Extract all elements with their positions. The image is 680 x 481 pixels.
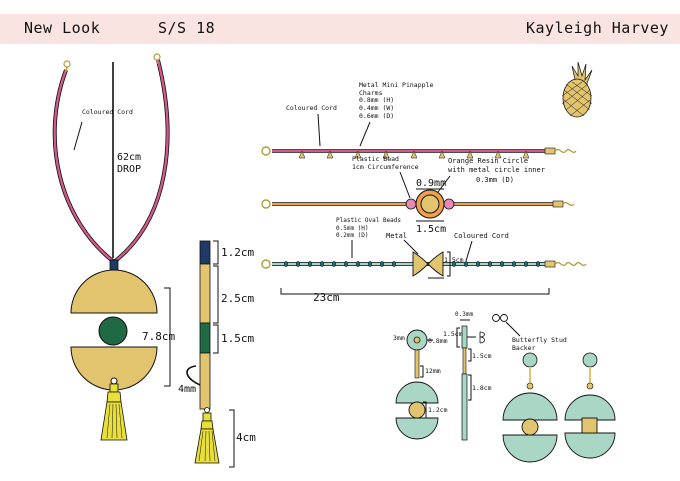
- necklace-clasp-right: [153, 53, 161, 65]
- earring-front-view: 3mm 0.8mm 12mm 1.2cm: [393, 329, 448, 440]
- metal-size-label: 1.5cm: [444, 256, 464, 264]
- metal-left-half: [412, 251, 429, 277]
- earring-render-right: [564, 352, 616, 459]
- side-gold-bottom: [199, 352, 211, 410]
- pink-bead-right: [443, 198, 455, 210]
- earring-side-view: 0.3mm 1.5cm 1.5cm 1.8cm: [443, 311, 492, 441]
- tassel-ring: [110, 377, 118, 385]
- clasp-3: [261, 259, 271, 269]
- bracelet-orange: Plastic Bead 1cm Circumference Orange Re…: [261, 155, 575, 235]
- segment-label-1: 1.2cm: [221, 246, 254, 259]
- chain-2: [562, 201, 575, 207]
- necklace-cord-label: Coloured Cord: [82, 108, 133, 116]
- side-drop-label: 1.8cm: [472, 384, 492, 392]
- stud-inner-label: 0.8mm: [428, 337, 448, 345]
- earring-gold-circle: [408, 401, 426, 419]
- tassel-length-label: 4cm: [236, 431, 256, 444]
- oval-beads: [284, 261, 541, 268]
- loop-size-label: 4mm: [178, 384, 196, 395]
- side-stud: [461, 325, 468, 349]
- circle-size-label-earring: 1.2cm: [428, 406, 448, 414]
- clasp-1: [261, 146, 271, 156]
- bead-label: Plastic Bead: [352, 155, 399, 163]
- segment-label-3: 1.5cm: [221, 332, 254, 345]
- earring-bottom-half: [395, 417, 439, 440]
- circle-size-label: 1.5cm: [416, 224, 446, 235]
- side-loop: [186, 365, 201, 386]
- charms-dim-w: 0.4mm (W): [359, 104, 394, 112]
- necklace-drawing: Coloured Cord 62cm DROP 7.8cm: [52, 53, 175, 441]
- brand-title: New Look: [24, 19, 101, 37]
- drop-word-label: DROP: [117, 164, 141, 175]
- necklace-cord: [52, 59, 170, 265]
- stud-center: [413, 336, 421, 344]
- resin-depth: 0.3mm (D): [476, 176, 514, 184]
- stud-size-label: 3mm: [393, 334, 405, 342]
- inner-size-label: 0.9mm: [416, 178, 446, 189]
- metal-right-half: [427, 251, 444, 277]
- clasp-2: [261, 199, 271, 209]
- post-depth-label: 0.3mm: [455, 311, 473, 318]
- header-bar: New Look S/S 18 Kayleigh Harvey: [0, 14, 680, 44]
- backer-label-2: Backer: [512, 344, 536, 352]
- chain-3: [554, 261, 587, 267]
- chain-1: [554, 148, 577, 154]
- bracelet-mint: Plastic Oval Beads 0.5mm (H) 0.2mm (D) M…: [261, 217, 587, 304]
- necklace-tassel: [100, 383, 128, 441]
- link-bar: [414, 349, 420, 379]
- butterfly-backer: Butterfly Stud Backer: [492, 314, 567, 352]
- oval-dim-h: 0.5mm (H): [336, 225, 369, 232]
- side-profile-drawing: 1.2cm 2.5cm 1.5cm 4mm 4cm: [178, 240, 256, 468]
- side-width-label: 1.5cm: [443, 330, 463, 338]
- backer-label-1: Butterfly Stud: [512, 336, 567, 344]
- designer-name: Kayleigh Harvey: [526, 19, 669, 37]
- bracelet-length-label: 23cm: [313, 291, 340, 304]
- oval-dim-d: 0.2mm (D): [336, 232, 369, 239]
- link-length-label: 12mm: [425, 367, 441, 375]
- pink-bead-left: [405, 198, 417, 210]
- earring-render-left: [502, 352, 558, 463]
- side-tassel: [194, 407, 220, 464]
- pineapple-charms: [298, 150, 530, 159]
- charms-dim-d: 0.6mm (D): [359, 112, 394, 120]
- side-gap-label: 1.5cm: [472, 352, 492, 360]
- earring-top-half: [395, 381, 439, 404]
- side-link: [462, 347, 467, 375]
- metal-inner-circle: [420, 194, 440, 214]
- bracelet-cord-label-bottom: Coloured Cord: [454, 232, 509, 240]
- side-green-segment: [199, 322, 211, 354]
- pendant-green-bead: [98, 316, 128, 346]
- side-navy-segment: [199, 240, 211, 265]
- charms-dim-h: 0.8mm (H): [359, 96, 394, 104]
- butterfly-back-icon: [479, 331, 485, 344]
- navy-connector: [109, 259, 119, 272]
- side-gold-top: [199, 263, 211, 324]
- drop-length-label: 62cm: [117, 152, 141, 163]
- resin-label-2: with metal circle inner: [448, 166, 545, 174]
- metal-label: Metal: [386, 232, 407, 240]
- side-body: [461, 373, 468, 441]
- oval-label: Plastic Oval Beads: [336, 217, 401, 224]
- segment-label-2: 2.5cm: [221, 292, 254, 305]
- necklace-clasp-left: [63, 60, 71, 73]
- pendant-height-label: 7.8cm: [142, 330, 175, 343]
- bead-dims: 1cm Circumference: [352, 163, 419, 171]
- bracelet-cord-label-top: Coloured Cord: [286, 104, 337, 112]
- resin-label-1: Orange Resin Circle: [448, 157, 528, 165]
- season-label: S/S 18: [158, 19, 216, 37]
- pendant-top-half: [70, 269, 158, 314]
- pineapple-icon: [561, 61, 593, 118]
